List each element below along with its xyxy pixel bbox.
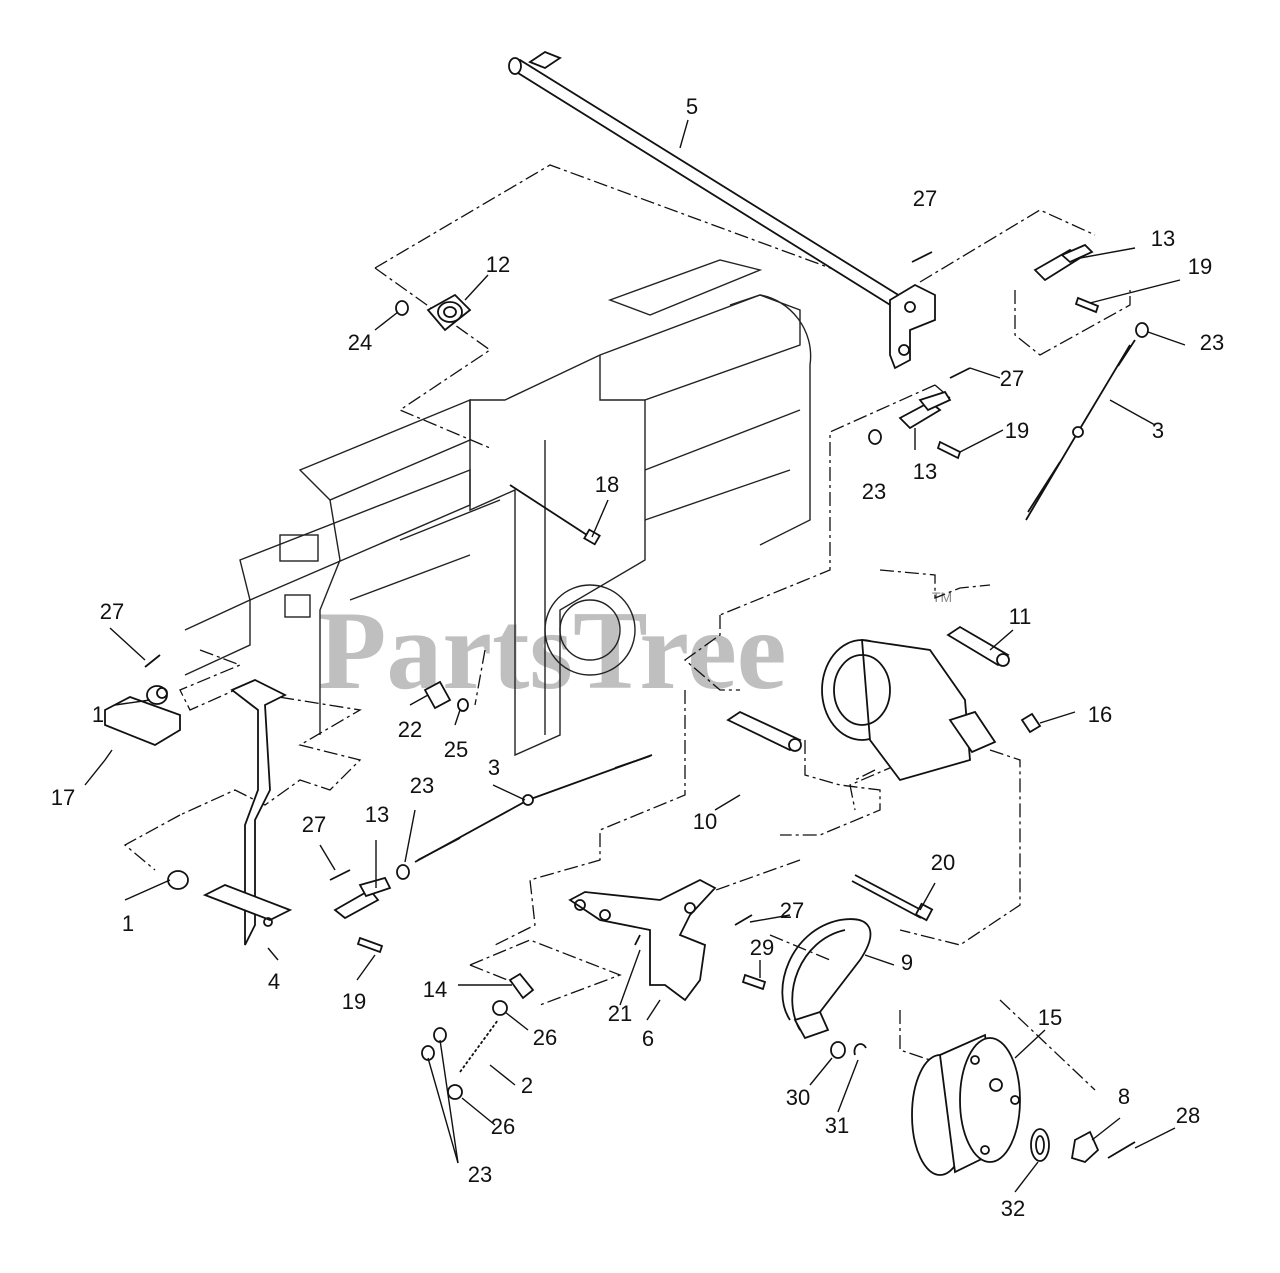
part-13-clevis-lower (333, 876, 392, 920)
part-26-washer-upper (492, 1000, 508, 1016)
callout-8: 8 (1118, 1084, 1130, 1109)
part-26-washer-lower (447, 1084, 463, 1100)
callout-10: 10 (693, 809, 717, 834)
part-27-cotter-pin-right (734, 914, 753, 926)
part-32-washer (1030, 1128, 1050, 1162)
part-1-bushing-lower (167, 870, 189, 890)
part-15-brake-drum (911, 1033, 1021, 1176)
part-27-cotter-pin-top (911, 251, 933, 263)
part-6-brake-lever (568, 878, 717, 1002)
part-23-nut-middle (868, 429, 882, 445)
callout-18: 18 (595, 472, 619, 497)
part-27-cotter-pin-mid (949, 367, 971, 379)
callout-3: 3 (488, 755, 500, 780)
part-28-cotter-pin (1107, 1141, 1136, 1159)
part-12-flange-bearing (426, 293, 472, 332)
part-11-pin (946, 625, 1010, 667)
callout-19: 19 (342, 989, 366, 1014)
callout-20: 20 (931, 850, 955, 875)
leader-lines (84, 119, 1186, 1193)
callout-27: 27 (780, 898, 804, 923)
part-23-nut-right (1135, 322, 1149, 338)
callout-25: 25 (444, 737, 468, 762)
callout-24: 24 (348, 330, 372, 355)
part-1-bushing-upper (146, 685, 168, 705)
part-8-castle-nut (1070, 1130, 1100, 1164)
part-2-spring (459, 1019, 499, 1073)
part-23-nut-lower (396, 864, 410, 880)
callout-30: 30 (786, 1085, 810, 1110)
callout-29: 29 (750, 935, 774, 960)
callout-26: 26 (491, 1114, 515, 1139)
callout-17: 17 (51, 785, 75, 810)
part-16-key (1020, 712, 1042, 734)
part-27-cotter-pin-left (144, 654, 161, 668)
callout-22: 22 (398, 717, 422, 742)
callout-2: 2 (521, 1073, 533, 1098)
callout-21: 21 (608, 1001, 632, 1026)
part-17-pedal-pad (104, 696, 181, 747)
part-30-washer (830, 1041, 846, 1059)
callout-26: 26 (533, 1025, 557, 1050)
callout-15: 15 (1038, 1005, 1062, 1030)
callout-labels: 5 27 13 19 12 24 23 27 3 19 23 13 18 27 … (51, 94, 1224, 1221)
callout-27: 27 (1000, 366, 1024, 391)
part-13-clevis-upper (1033, 243, 1094, 282)
callout-28: 28 (1176, 1103, 1200, 1128)
callout-6: 6 (642, 1026, 654, 1051)
part-20-bolt (851, 874, 934, 922)
part-9-brake-band (781, 918, 872, 1040)
callout-32: 32 (1001, 1196, 1025, 1221)
callout-27: 27 (913, 186, 937, 211)
part-31-clip (853, 1043, 867, 1056)
part-24-nut (395, 300, 409, 316)
part-21-pin (634, 934, 641, 946)
callout-1: 1 (92, 702, 104, 727)
part-18-bolt (509, 484, 601, 546)
part-19-pin-upper (1074, 296, 1100, 314)
part-3-rod-lower (414, 754, 653, 863)
callout-1: 1 (122, 911, 134, 936)
callout-13: 13 (365, 802, 389, 827)
callout-14: 14 (423, 977, 447, 1002)
watermark-text: PartsTree (318, 589, 787, 713)
part-14-spacer (508, 972, 535, 1000)
callout-31: 31 (825, 1113, 849, 1138)
part-19-pin-middle (936, 440, 962, 460)
callout-27: 27 (100, 599, 124, 624)
part-4-pedal-arm (202, 679, 293, 946)
part-13-clevis-middle (898, 390, 952, 430)
part-25-washer (457, 698, 469, 712)
callout-19: 19 (1188, 254, 1212, 279)
callout-27: 27 (302, 812, 326, 837)
part-10-pin (726, 710, 802, 752)
part-27-cotter-pin-lower (329, 869, 351, 881)
part-22-spacer (423, 680, 452, 710)
callout-3: 3 (1152, 418, 1164, 443)
callout-23: 23 (410, 773, 434, 798)
watermark-tm: TM (932, 589, 952, 605)
callout-23: 23 (862, 479, 886, 504)
callout-19: 19 (1005, 418, 1029, 443)
callout-23: 23 (1200, 330, 1224, 355)
part-3-rod-upper (1025, 339, 1136, 521)
part-19-pin-lower (356, 936, 384, 954)
part-5-shaft (508, 50, 936, 370)
callout-13: 13 (913, 459, 937, 484)
callout-12: 12 (486, 252, 510, 277)
callout-11: 11 (1009, 604, 1032, 629)
watermark: PartsTree TM (318, 589, 952, 713)
callout-5: 5 (686, 94, 698, 119)
callout-13: 13 (1151, 226, 1175, 251)
part-29-pin (741, 973, 767, 991)
callout-9: 9 (901, 950, 913, 975)
callout-16: 16 (1088, 702, 1112, 727)
transaxle-housing (821, 638, 997, 782)
callout-23: 23 (468, 1162, 492, 1187)
callout-4: 4 (268, 969, 280, 994)
